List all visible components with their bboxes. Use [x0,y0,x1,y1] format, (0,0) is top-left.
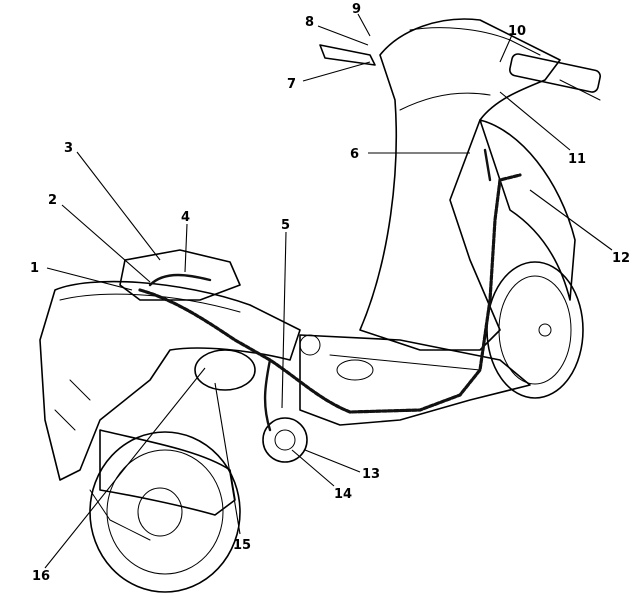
leader-11 [499,91,571,151]
front-body [359,18,576,351]
leader-10 [499,34,513,63]
leader-4 [184,223,188,273]
callout-8: 8 [305,15,314,30]
callout-4: 4 [181,210,190,225]
handlebars [319,44,601,101]
callout-6: 6 [350,147,359,162]
callout-5: 5 [281,218,290,233]
leader-14 [291,449,335,487]
rear-wheel [89,431,241,593]
leader-1 [46,267,133,291]
callout-16: 16 [32,569,50,584]
leader-lines [44,13,613,569]
callout-2: 2 [48,193,57,208]
leader-3 [76,151,161,261]
leader-8 [317,25,369,46]
leader-16 [44,367,206,569]
front-wheel [486,261,584,399]
leader-9 [357,13,371,37]
callout-7: 7 [287,77,296,92]
rear-body [39,280,301,541]
callout-15: 15 [233,538,251,553]
callout-14: 14 [334,487,352,502]
leader-13 [304,449,361,473]
leader-2 [61,204,151,283]
leader-12 [529,189,613,251]
callout-12: 12 [612,251,630,266]
callout-10: 10 [508,24,526,39]
floorboard [299,334,531,426]
callout-13: 13 [362,467,380,482]
callout-9: 9 [352,2,361,17]
callout-1: 1 [30,261,39,276]
leader-5 [281,231,287,409]
callout-3: 3 [64,141,73,156]
scooter-illustration [39,18,601,593]
callout-11: 11 [568,152,586,167]
leader-7 [302,61,371,82]
leader-15 [214,382,241,535]
callout-labels: 1 2 3 4 5 6 7 8 9 10 11 12 13 14 15 16 [30,2,630,584]
